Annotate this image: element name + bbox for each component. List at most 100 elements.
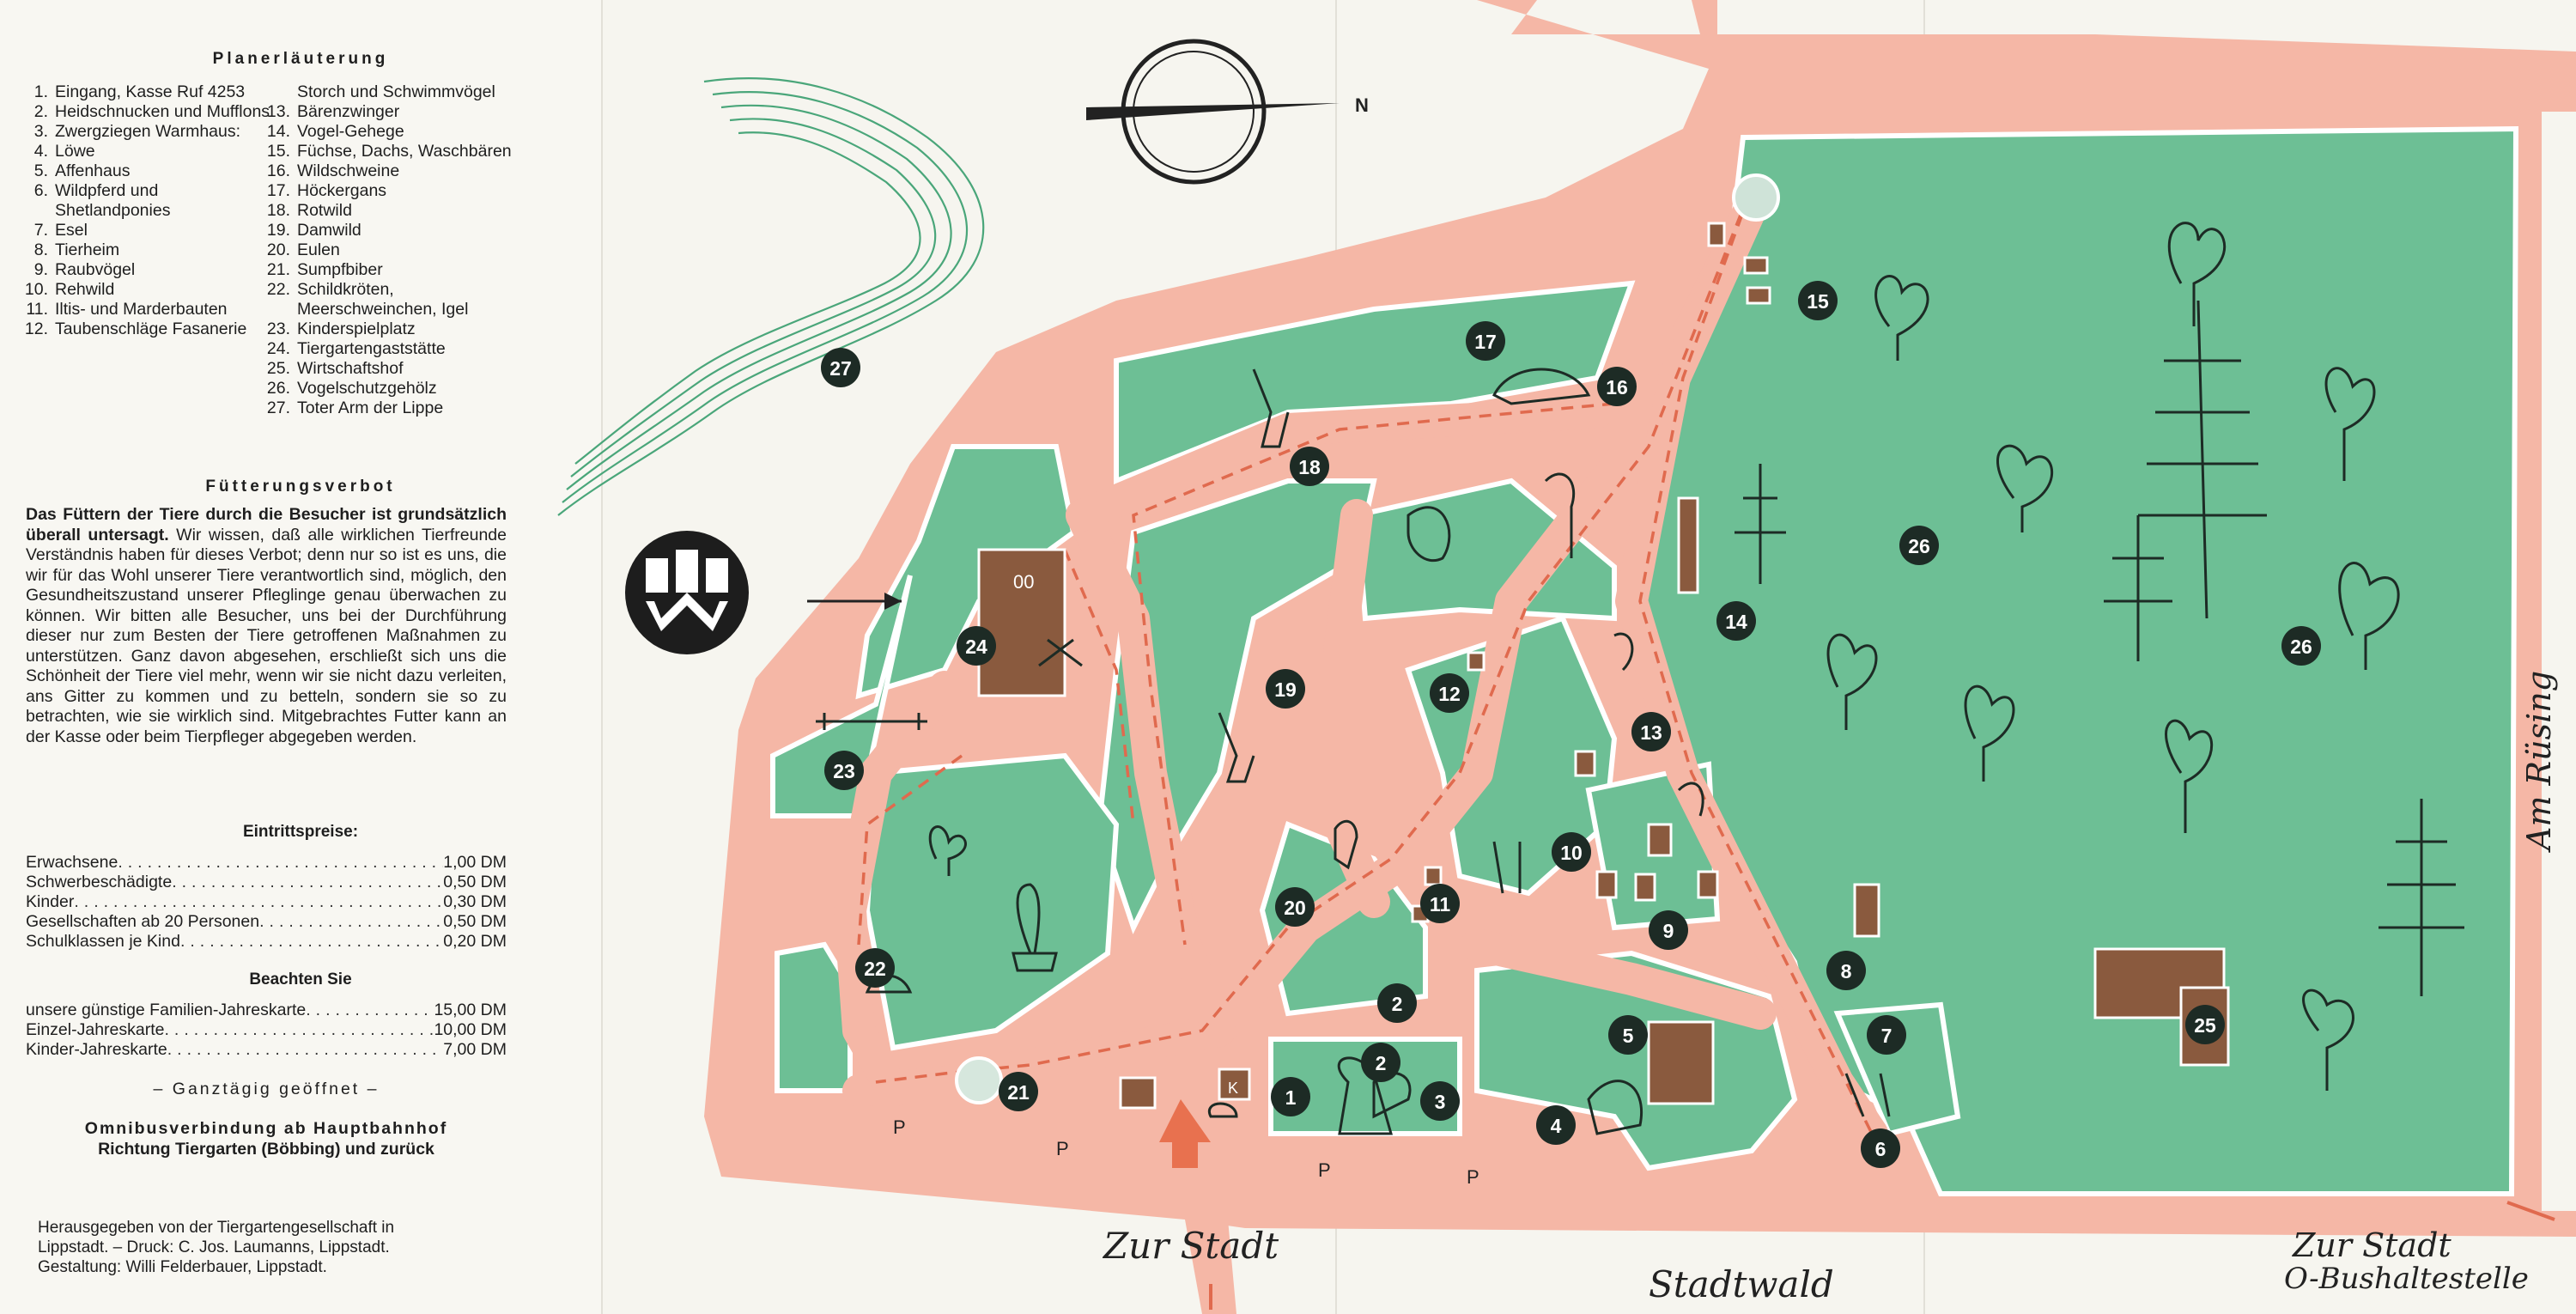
parking-label: P — [893, 1116, 906, 1138]
legend-item: 1.Eingang, Kasse Ruf 4253 — [15, 82, 273, 102]
map-marker-14: 14 — [1716, 601, 1756, 641]
map-marker-2: 2 — [1361, 1043, 1400, 1082]
legend-item-number: 10. — [24, 280, 48, 299]
legend-item-number: 17. — [266, 181, 290, 200]
legend-item-text: Löwe — [55, 142, 95, 161]
fountain-pond — [1732, 173, 1780, 222]
map-marker-3: 3 — [1420, 1081, 1460, 1121]
marker-number: 5 — [1623, 1025, 1634, 1047]
tree-icon — [2165, 719, 2214, 833]
legend-item-text: Affenhaus — [55, 161, 131, 180]
legend-item-text: Vogelschutzgehölz — [297, 379, 437, 398]
map-marker-15: 15 — [1798, 281, 1838, 320]
street-zur-stadt: Zur Stadt — [1102, 1225, 1279, 1267]
legend-item-text: Heidschnucken und Mufflons — [55, 102, 270, 121]
legend-item-number: 21. — [266, 260, 290, 279]
marker-number: 21 — [1007, 1081, 1030, 1104]
legend-item: 23.Kinderspielplatz — [258, 319, 515, 339]
legend-item: 26.Vogelschutzgehölz — [258, 379, 515, 398]
restaurant-building — [977, 548, 1066, 697]
tree-icon — [1874, 275, 1929, 361]
marker-number: 18 — [1298, 456, 1321, 478]
marker-number: 24 — [965, 636, 987, 658]
map-marker-24: 24 — [957, 626, 996, 666]
tree-icon — [2338, 562, 2400, 670]
buildings — [977, 222, 2230, 1110]
fee-label: Schulklassen je Kind — [26, 932, 180, 951]
legend-item: 7.Esel — [15, 221, 273, 240]
marker-number: 13 — [1640, 721, 1662, 744]
fountain-icon — [1012, 883, 1058, 972]
legend-item-text: Bärenzwinger — [297, 102, 400, 121]
legend-item: 13. Bärenzwinger — [258, 102, 515, 122]
fee-label: unsere günstige Familien-Jahreskarte — [26, 1001, 307, 1019]
fee-value: 10,00 DM — [434, 1020, 507, 1039]
marker-number: 15 — [1807, 290, 1829, 313]
carousel-icon — [1038, 638, 1083, 667]
fee-label: Gesellschaften ab 20 Personen — [26, 912, 260, 931]
boar-icon — [1492, 368, 1591, 405]
legend-item-text: Toter Arm der Lippe — [297, 398, 444, 417]
marker-circle — [1271, 1077, 1310, 1116]
stork-icon — [1544, 472, 1576, 558]
street-bus-stop: O-Bushaltestelle — [2284, 1262, 2529, 1296]
marker-number: 3 — [1435, 1091, 1446, 1113]
marker-number: 6 — [1875, 1138, 1886, 1160]
tree-icon — [1996, 444, 2054, 532]
legend-item-number: 13. — [266, 102, 290, 121]
aviary — [1677, 496, 1699, 594]
marker-number: 12 — [1438, 683, 1461, 705]
conifer-icon — [1735, 464, 1786, 584]
legend-item: 18.Rotwild — [258, 201, 515, 221]
monkey-house — [1647, 1020, 1715, 1105]
inner-paths — [834, 181, 1888, 1150]
map-marker-6: 6 — [1861, 1128, 1900, 1168]
legend-item: 3.Zwergziegen Warmhaus: — [15, 122, 273, 142]
legend-item: 6.Wildpferd und Shetlandponies — [15, 181, 273, 221]
legend-item-text: Damwild — [297, 221, 361, 240]
marker-number: 20 — [1284, 897, 1306, 919]
marker-number: 8 — [1841, 960, 1852, 982]
map-marker-10: 10 — [1552, 832, 1591, 872]
price-row: Erwachsene1,00 DM — [26, 853, 507, 873]
legend-item-text: Tiergartengaststätte — [297, 339, 446, 358]
marker-circle — [1266, 669, 1305, 709]
marker-circle — [1597, 367, 1637, 406]
feeding-body: Wir wissen, daß alle wirklichen Tierfreu… — [26, 525, 507, 746]
seesaw-icon — [816, 713, 927, 730]
marker-circle — [1430, 673, 1469, 713]
legend-item-number: 16. — [266, 161, 290, 180]
fee-value: 0,20 DM — [443, 932, 507, 951]
legend-item: 11.Iltis- und Marderbauten — [15, 300, 273, 319]
parking-label: P — [1056, 1138, 1069, 1159]
animals — [816, 368, 1891, 1135]
legend-item-number: 22. — [266, 280, 290, 299]
fee-value: 0,50 DM — [443, 912, 507, 931]
legend-item: 22.Schildkröten, Meerschweinchen, Igel — [258, 280, 515, 319]
imprint-line-2: Lippstadt. – Druck: C. Jos. Laumanns, Li… — [38, 1238, 390, 1256]
legend-item-text: Kinderspielplatz — [297, 319, 416, 338]
fold-line — [601, 0, 603, 1314]
pass-row: Einzel-Jahreskarte10,00 DM — [26, 1020, 507, 1040]
legend-item-text: Höckergans — [297, 181, 387, 200]
imprint-line-1: Herausgegeben von der Tiergartengesellsc… — [38, 1219, 395, 1237]
marker-circle — [1867, 1015, 1906, 1055]
marker-number: 26 — [1908, 535, 1930, 557]
bear-icon — [1613, 632, 1634, 672]
map-marker-21: 21 — [999, 1072, 1038, 1111]
tree-icon — [2324, 367, 2376, 481]
price-row: Kinder0,30 DM — [26, 892, 507, 912]
map-marker-19: 19 — [1266, 669, 1305, 709]
marker-circle — [824, 751, 864, 790]
legend-item: 8.Tierheim — [15, 240, 273, 260]
entrance-arrow-icon — [1159, 1099, 1211, 1168]
legend-item-number: 24. — [266, 339, 290, 358]
opening-hours: – Ganztägig geöffnet – — [153, 1080, 380, 1098]
marker-circle — [999, 1072, 1038, 1111]
legend-item-text: Rehwild — [55, 280, 115, 299]
marker-number: 14 — [1725, 611, 1747, 633]
conifer-icon — [2379, 799, 2464, 996]
map-marker-16: 16 — [1597, 367, 1637, 406]
